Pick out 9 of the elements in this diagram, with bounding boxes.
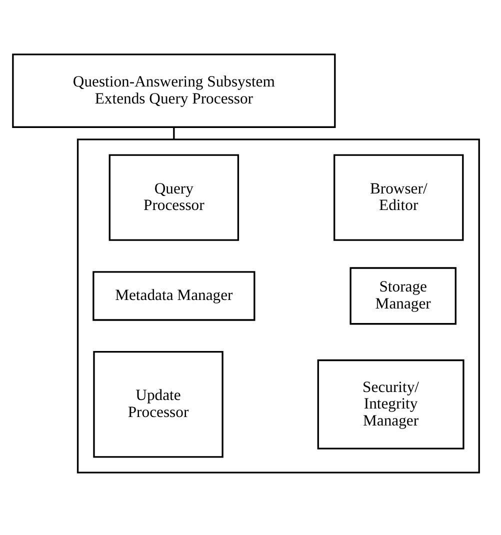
node-box: Question-Answering Subsystem Extends Query Processor xyxy=(12,53,336,128)
node-box: Security/ Integrity Manager xyxy=(317,358,464,449)
node-box: Metadata Manager xyxy=(92,270,256,320)
node-box: Update Processor xyxy=(93,350,224,458)
node-box: Query Processor xyxy=(108,154,240,240)
connector xyxy=(173,126,175,139)
cluster xyxy=(76,138,480,473)
node-box: Browser/ Editor xyxy=(334,154,464,240)
node-box: Storage Manager xyxy=(350,266,456,324)
